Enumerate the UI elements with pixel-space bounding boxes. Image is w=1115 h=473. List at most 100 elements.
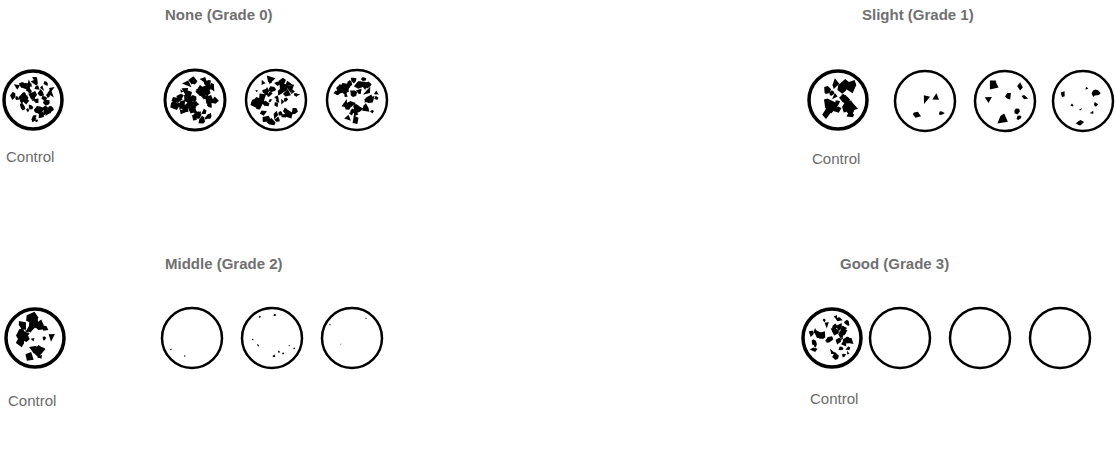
fungal-colony	[354, 81, 365, 89]
fungal-colony	[351, 78, 357, 84]
petri-dish	[1053, 71, 1113, 131]
fungal-colony	[364, 95, 373, 104]
fungal-colony	[281, 99, 284, 105]
fungal-colony	[829, 90, 834, 96]
fungal-colony	[835, 100, 840, 104]
fungal-colony	[847, 351, 849, 355]
fungal-colony	[924, 95, 930, 104]
petri-dish	[327, 70, 387, 130]
fungal-colony	[1017, 82, 1023, 90]
fungal-colony	[374, 96, 378, 100]
fungal-colony	[16, 327, 29, 340]
control-label: Control	[810, 390, 858, 407]
fungal-colony	[282, 353, 284, 355]
fungal-colony	[1015, 109, 1020, 115]
fungal-colony	[255, 90, 258, 92]
petri-dish	[950, 308, 1010, 368]
fungal-colony	[844, 320, 849, 326]
petri-dish	[162, 308, 222, 368]
fungal-colony	[31, 338, 35, 342]
petri-dish	[803, 309, 861, 367]
petri-dish	[809, 71, 867, 129]
fungal-colony	[825, 336, 833, 342]
fungal-colony	[349, 111, 354, 115]
fungal-colony	[810, 348, 818, 353]
fungal-colony	[14, 84, 20, 90]
fungal-colony	[340, 344, 341, 345]
fungal-colony	[1094, 102, 1098, 106]
fungal-colony	[374, 91, 379, 95]
fungal-colony	[197, 85, 205, 93]
fungal-colony	[267, 118, 276, 125]
fungal-colony	[278, 78, 286, 85]
fungal-colony	[201, 109, 206, 114]
petri-dish	[165, 70, 225, 130]
fungal-colony	[269, 80, 273, 84]
fungal-colony	[1070, 104, 1073, 107]
fungal-colony	[1017, 116, 1022, 121]
fungal-colony	[278, 350, 280, 352]
fungal-colony	[43, 336, 47, 340]
grade-title: Good (Grade 3)	[840, 255, 949, 272]
fungal-colony	[823, 319, 826, 323]
grade-title: Middle (Grade 2)	[165, 255, 283, 272]
fungal-colony	[1079, 108, 1082, 110]
fungal-colony	[252, 339, 254, 341]
fungal-colony	[833, 107, 841, 113]
fungal-colony	[1093, 90, 1098, 94]
fungal-colony	[1090, 111, 1094, 114]
fungal-colony	[267, 92, 272, 98]
fungal-colony	[32, 98, 35, 102]
fungal-colony	[836, 323, 842, 331]
fungal-colony	[257, 344, 259, 347]
fungal-colony	[997, 114, 1008, 124]
fungal-colony	[370, 110, 374, 113]
fungal-colony	[336, 84, 343, 93]
fungal-colony	[350, 90, 357, 97]
fungal-colony	[36, 353, 41, 357]
fungal-colony	[26, 108, 29, 112]
grade-title: Slight (Grade 1)	[862, 6, 974, 23]
fungal-colony	[353, 116, 359, 125]
fungal-colony	[44, 81, 48, 86]
fungal-colony	[49, 334, 55, 342]
fungal-colony	[15, 96, 19, 100]
petri-dish	[242, 308, 302, 368]
fungal-colony	[283, 89, 291, 97]
petri-dish	[870, 308, 930, 368]
fungal-colony	[191, 77, 197, 85]
fungal-colony	[285, 81, 293, 87]
fungal-colony	[250, 99, 258, 108]
fungal-colony	[203, 84, 211, 90]
fungal-colony	[847, 338, 854, 344]
fungal-colony	[838, 333, 843, 339]
fungal-colony	[1005, 93, 1011, 100]
fungal-colony	[344, 115, 351, 121]
fungal-colony	[932, 93, 939, 99]
fungal-colony	[182, 104, 188, 112]
fungal-colony	[816, 331, 825, 338]
fungal-colony	[260, 111, 267, 116]
fungal-colony	[31, 78, 38, 85]
fungal-colony	[262, 102, 269, 106]
fungal-colony	[204, 80, 211, 89]
fungal-colony	[274, 111, 279, 119]
fungal-colony	[990, 81, 999, 90]
fungal-colony	[205, 117, 208, 120]
fungal-colony	[29, 105, 34, 110]
fungal-colony	[10, 92, 15, 100]
fungal-colony	[40, 85, 44, 91]
fungal-colony	[42, 106, 49, 111]
fungal-colony	[363, 87, 371, 95]
fungal-colony	[838, 338, 843, 343]
fungal-colony	[19, 82, 27, 88]
fungal-colony	[329, 324, 330, 326]
fungal-colony	[262, 80, 266, 85]
fungal-colony	[190, 106, 197, 112]
fungal-colony	[276, 97, 280, 103]
fungal-colony	[985, 97, 992, 103]
petri-dish	[4, 71, 62, 129]
control-label: Control	[812, 150, 860, 167]
fungal-colony	[273, 314, 276, 316]
